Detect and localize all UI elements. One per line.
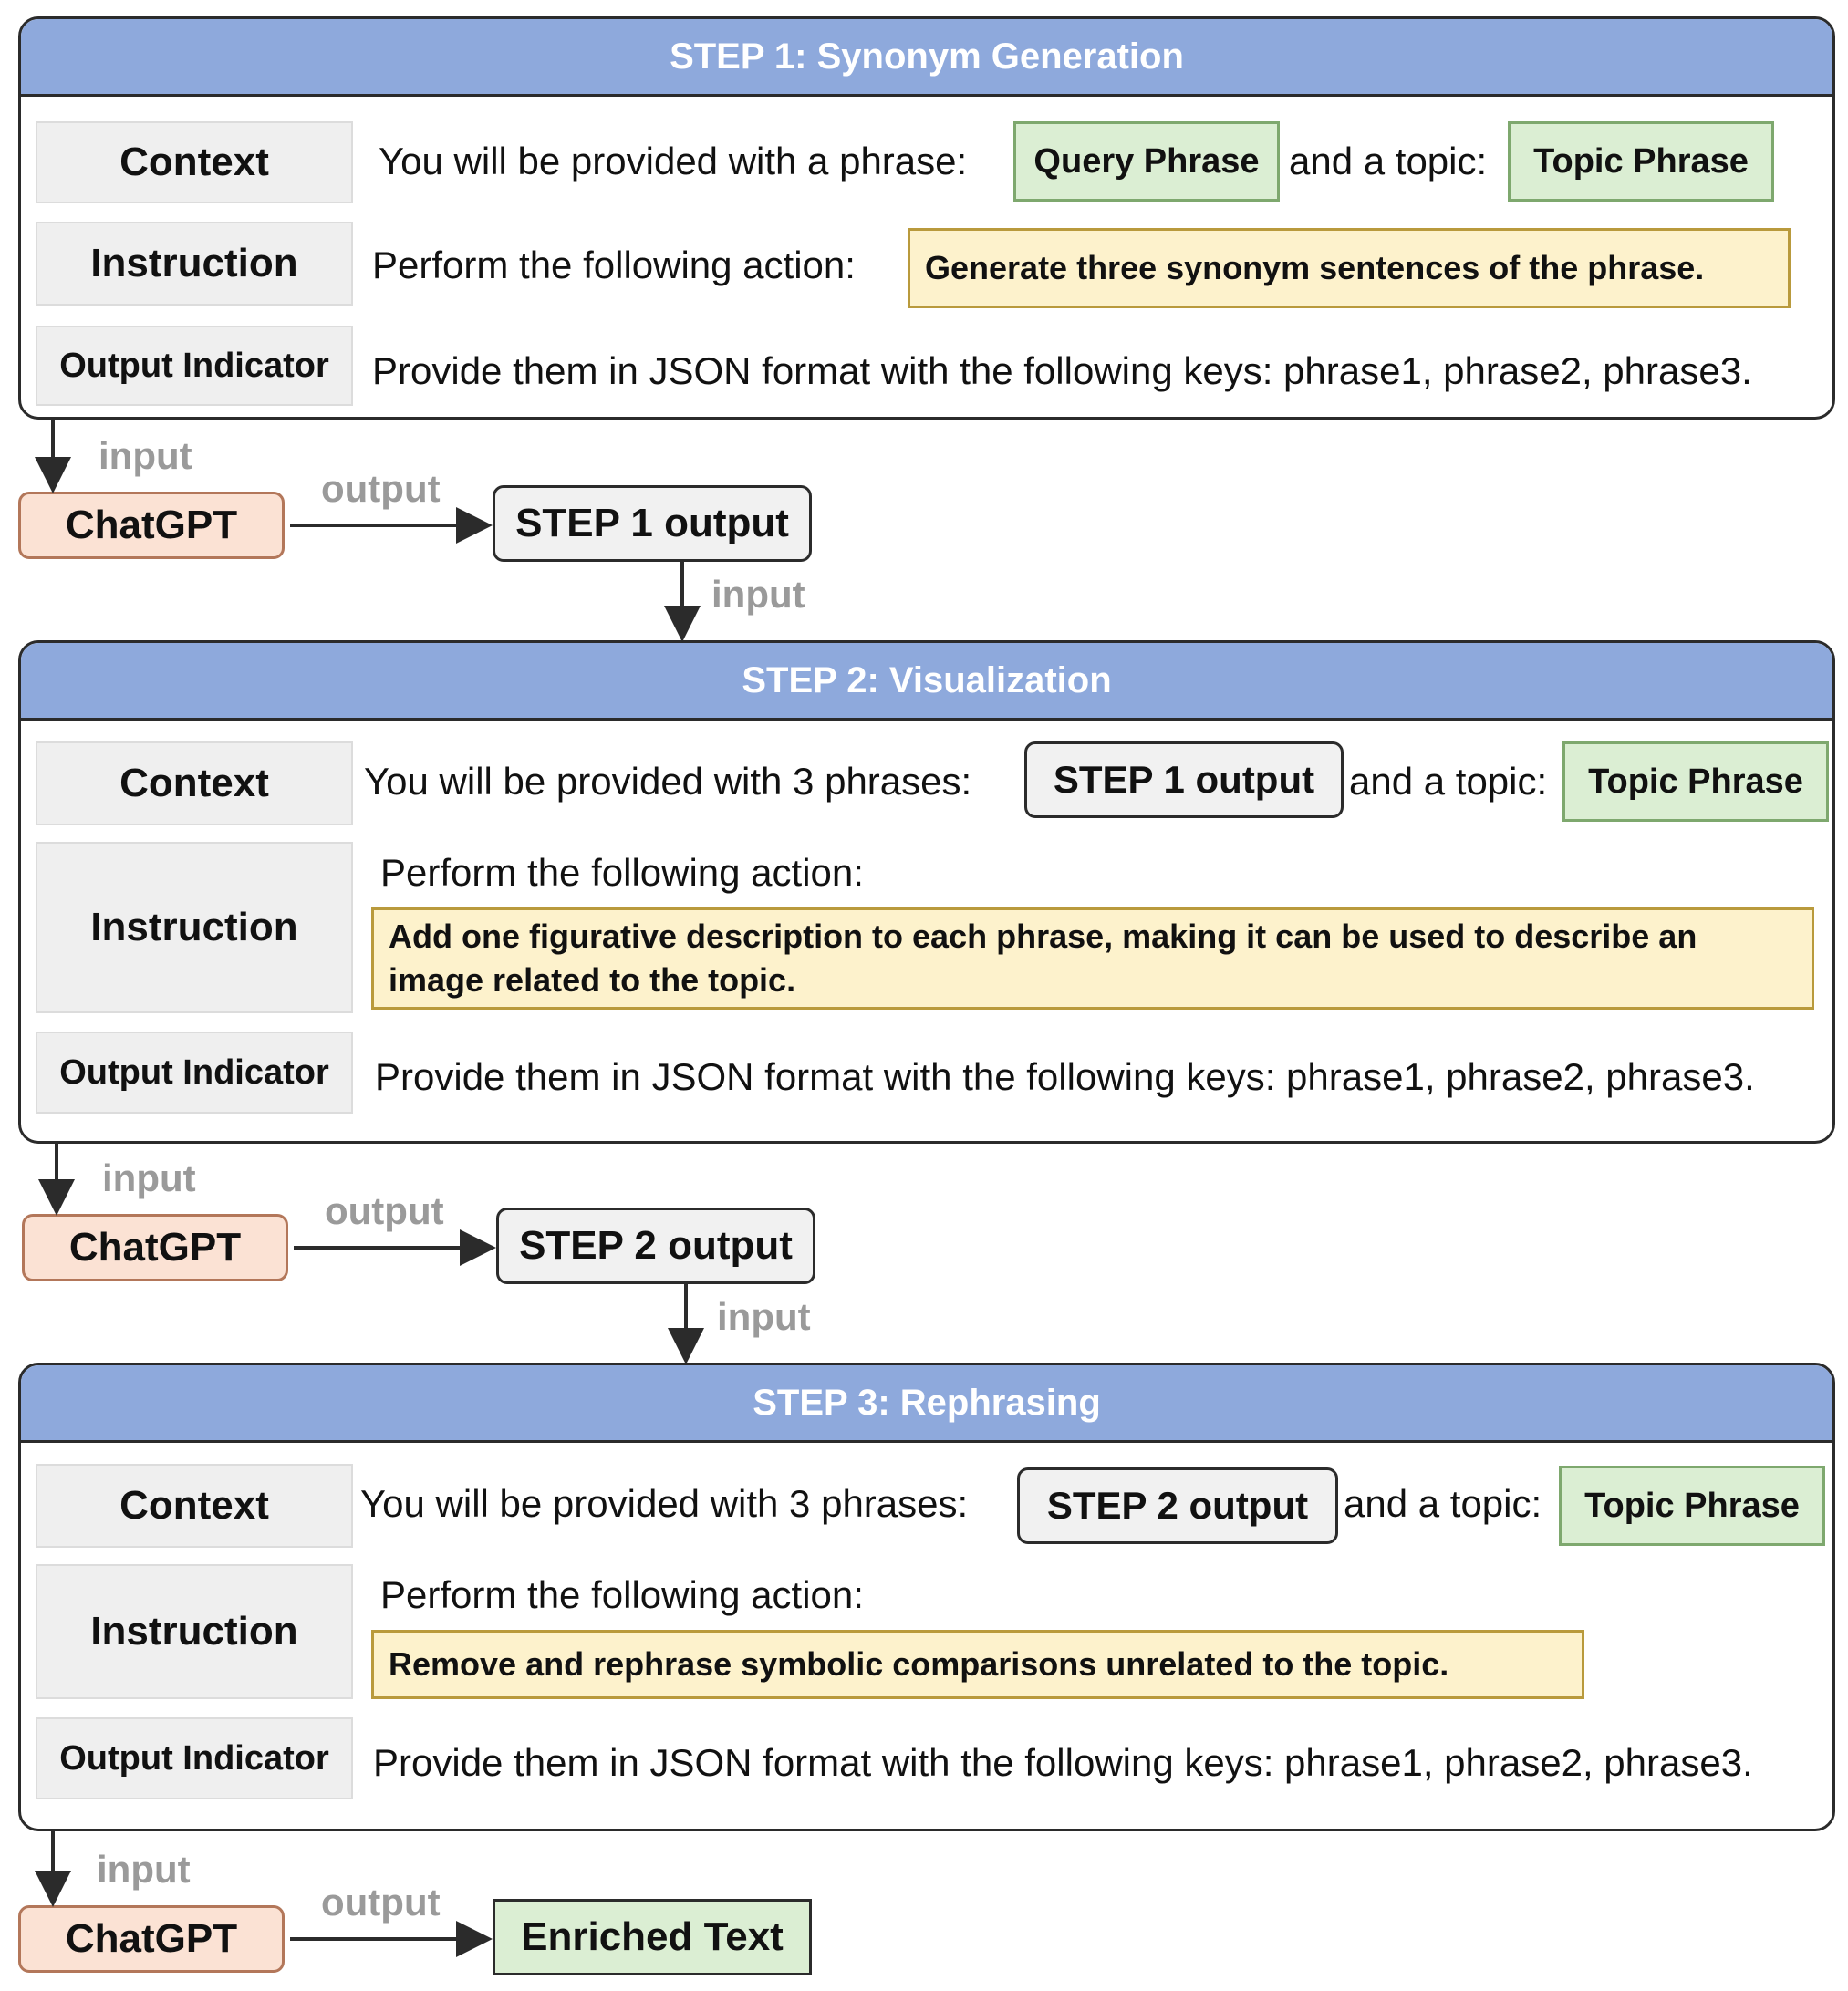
flow1-output-label: output <box>321 467 441 510</box>
step3-step2-output-chip: STEP 2 output <box>1017 1467 1338 1544</box>
step2-context-prefix: You will be provided with 3 phrases: <box>364 760 972 803</box>
chatgpt-node-3: ChatGPT <box>18 1905 285 1973</box>
step2-instruction-prefix: Perform the following action: <box>380 851 864 894</box>
step3-panel: STEP 3: Rephrasing Context You will be p… <box>18 1363 1835 1831</box>
step2-step1-output-chip: STEP 1 output <box>1024 741 1344 818</box>
step3-context-mid: and a topic: <box>1344 1482 1542 1525</box>
step1-panel: STEP 1: Synonym Generation Context You w… <box>18 16 1835 420</box>
step3-output-indicator-label: Output Indicator <box>36 1717 353 1799</box>
step1-context-label: Context <box>36 121 353 203</box>
step2-output-indicator-label: Output Indicator <box>36 1032 353 1114</box>
step3-output-text: Provide them in JSON format with the fol… <box>373 1741 1753 1784</box>
flow1-input-label: input <box>99 434 192 477</box>
step3-instruction-prefix: Perform the following action: <box>380 1573 864 1616</box>
step1-output-text: Provide them in JSON format with the fol… <box>372 349 1752 392</box>
chatgpt-node-1: ChatGPT <box>18 492 285 559</box>
step1-topic-phrase-chip: Topic Phrase <box>1508 121 1774 202</box>
flow2-input-label: input <box>102 1156 196 1199</box>
step3-instruction-action: Remove and rephrase symbolic comparisons… <box>371 1630 1584 1699</box>
step1-query-phrase-chip: Query Phrase <box>1013 121 1280 202</box>
step2-instruction-label: Instruction <box>36 842 353 1013</box>
step1-output-node: STEP 1 output <box>493 485 812 562</box>
step1-instruction-action: Generate three synonym sentences of the … <box>908 228 1791 308</box>
enriched-text-node: Enriched Text <box>493 1899 812 1975</box>
step1-context-mid: and a topic: <box>1289 140 1488 182</box>
step3-title: STEP 3: Rephrasing <box>21 1365 1832 1443</box>
step2-output-text: Provide them in JSON format with the fol… <box>375 1055 1755 1098</box>
step1-instruction-label: Instruction <box>36 222 353 306</box>
flow1-input2-label: input <box>711 573 805 616</box>
step2-context-mid: and a topic: <box>1349 760 1548 803</box>
step3-context-label: Context <box>36 1464 353 1548</box>
step1-title: STEP 1: Synonym Generation <box>21 19 1832 97</box>
step1-context-prefix: You will be provided with a phrase: <box>379 140 968 182</box>
step2-instruction-action: Add one figurative description to each p… <box>371 907 1814 1010</box>
step2-output-node: STEP 2 output <box>496 1208 815 1284</box>
step2-title: STEP 2: Visualization <box>21 643 1832 721</box>
step3-topic-phrase-chip: Topic Phrase <box>1559 1466 1825 1546</box>
flow3-output-label: output <box>321 1881 441 1924</box>
step1-instruction-prefix: Perform the following action: <box>372 244 856 286</box>
flow3-input-label: input <box>97 1848 191 1891</box>
step2-context-label: Context <box>36 741 353 825</box>
chatgpt-node-2: ChatGPT <box>22 1214 288 1281</box>
step3-context-prefix: You will be provided with 3 phrases: <box>360 1482 969 1525</box>
flow2-output-label: output <box>325 1189 444 1232</box>
flow2-input2-label: input <box>717 1295 811 1338</box>
step1-output-indicator-label: Output Indicator <box>36 326 353 406</box>
step2-panel: STEP 2: Visualization Context You will b… <box>18 640 1835 1144</box>
step2-topic-phrase-chip: Topic Phrase <box>1562 741 1829 822</box>
step3-instruction-label: Instruction <box>36 1564 353 1699</box>
